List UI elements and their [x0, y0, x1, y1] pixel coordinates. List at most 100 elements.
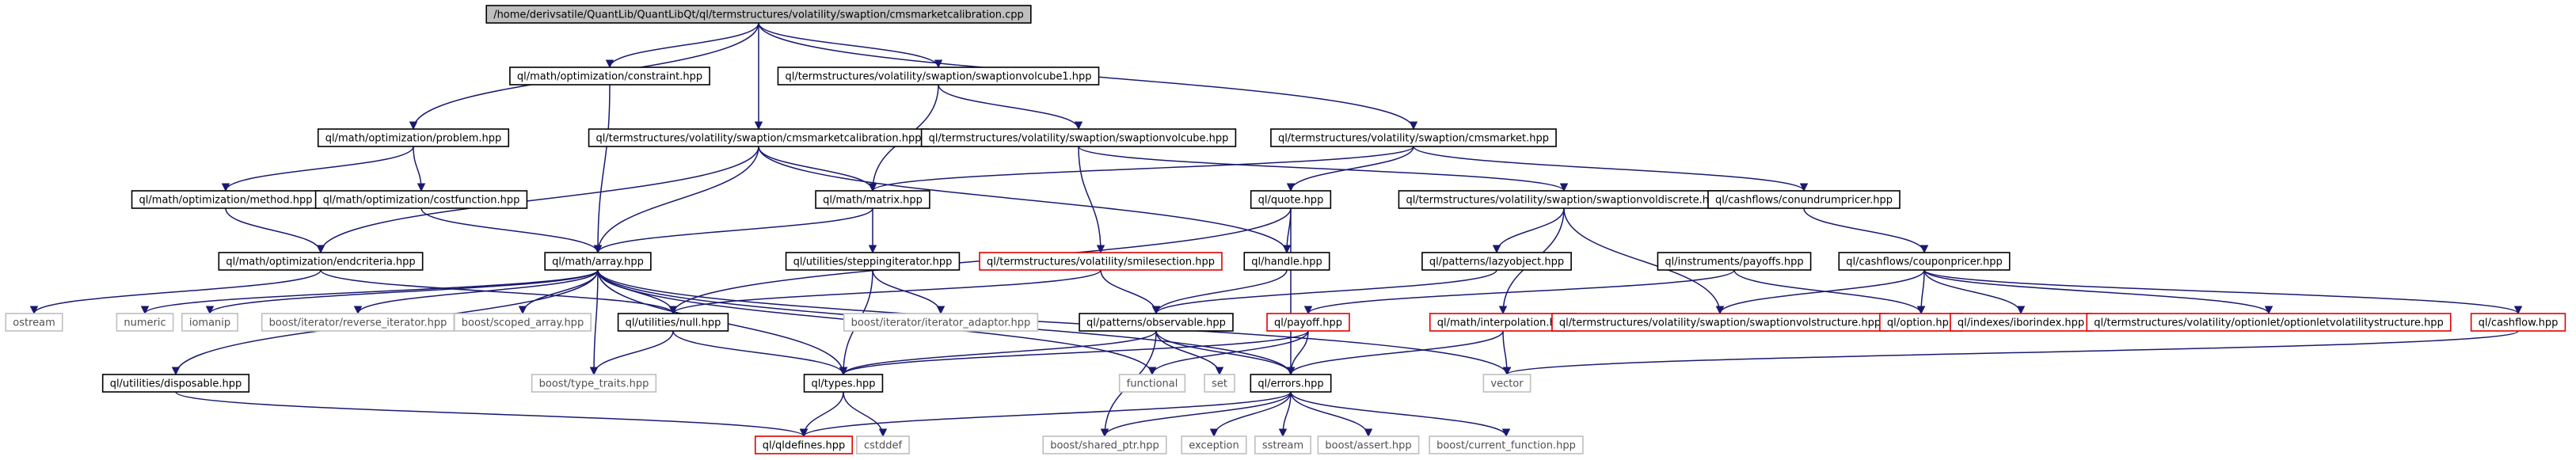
edge-endcriteria-to-null — [320, 269, 678, 315]
node-ostream[interactable]: ostream — [5, 313, 63, 332]
node-label: ql/math/optimization/constraint.hpp — [517, 71, 702, 83]
node-label: ql/qldefines.hpp — [763, 440, 845, 452]
node-label: boost/iterator/iterator_adaptor.hpp — [851, 317, 1031, 329]
edge-voldiscrete-to-lazyobject — [1492, 207, 1565, 254]
edge-array-to-scoped_array — [518, 269, 599, 315]
node-label: boost/iterator/reverse_iterator.hpp — [269, 317, 447, 329]
node-box — [317, 128, 510, 147]
edge-interpolation-to-vector — [1502, 330, 1512, 376]
edge-endcriteria-to-ostream — [29, 269, 322, 315]
node-box — [485, 5, 1032, 24]
node-label: ql/math/optimization/method.hpp — [139, 195, 313, 207]
node-box — [1482, 374, 1532, 393]
node-sstream[interactable]: sstream — [1254, 435, 1311, 454]
node-box — [815, 190, 930, 209]
edge-errors-to-sstream — [1278, 391, 1292, 438]
node-label: ql/types.hpp — [812, 378, 876, 390]
node-optionletvol[interactable]: ql/termstructures/volatility/optionlet/o… — [2086, 313, 2452, 332]
node-cmsmarket[interactable]: ql/termstructures/volatility/swaption/cm… — [1270, 128, 1557, 147]
node-label: exception — [1189, 440, 1239, 452]
node-reverse-it[interactable]: boost/iterator/reverse_iterator.hpp — [261, 313, 455, 332]
node-array[interactable]: ql/math/array.hpp — [544, 252, 652, 271]
edge-cmsmarket-to-conundrum — [1413, 146, 1809, 192]
node-payoff[interactable]: ql/payoff.hpp — [1266, 313, 1350, 332]
node-lazyobject[interactable]: ql/patterns/lazyobject.hpp — [1421, 252, 1572, 271]
node-label: ql/handle.hpp — [1251, 257, 1322, 268]
node-label: ql/termstructures/volatility/smilesectio… — [987, 257, 1215, 268]
node-cmscal-h[interactable]: ql/termstructures/volatility/swaption/cm… — [588, 128, 930, 147]
node-iter-adaptor[interactable]: boost/iterator/iterator_adaptor.hpp — [843, 313, 1039, 332]
node-root[interactable]: /home/derivsatile/QuantLib/QuantLibQt/ql… — [485, 5, 1032, 24]
node-payoffs[interactable]: ql/instruments/payoffs.hpp — [1657, 252, 1812, 271]
edge-smilesection-to-observable — [1100, 269, 1161, 315]
node-observable[interactable]: ql/patterns/observable.hpp — [1079, 313, 1234, 332]
node-box — [1429, 435, 1584, 454]
node-label: ql/utilities/disposable.hpp — [110, 378, 242, 390]
node-null[interactable]: ql/utilities/null.hpp — [617, 313, 729, 332]
node-set[interactable]: set — [1204, 374, 1235, 393]
node-box — [2086, 313, 2452, 332]
node-box — [531, 374, 657, 393]
node-type-traits[interactable]: boost/type_traits.hpp — [531, 374, 657, 393]
node-errors[interactable]: ql/errors.hpp — [1250, 374, 1332, 393]
node-matrix[interactable]: ql/math/matrix.hpp — [815, 190, 930, 209]
node-volcube[interactable]: ql/termstructures/volatility/swaption/sw… — [920, 128, 1237, 147]
node-problem[interactable]: ql/math/optimization/problem.hpp — [317, 128, 510, 147]
node-vector[interactable]: vector — [1482, 374, 1532, 393]
node-label: ql/patterns/observable.hpp — [1086, 317, 1226, 329]
node-types[interactable]: ql/types.hpp — [803, 374, 884, 393]
node-volcube1[interactable]: ql/termstructures/volatility/swaption/sw… — [777, 67, 1100, 86]
node-quote[interactable]: ql/quote.hpp — [1250, 190, 1332, 209]
node-label: ql/quote.hpp — [1258, 195, 1324, 207]
node-box — [856, 435, 910, 454]
node-box — [1657, 252, 1812, 271]
edge-volcube-to-voldiscrete — [1078, 146, 1569, 192]
node-couponpricer[interactable]: ql/cashflows/couponpricer.hpp — [1838, 252, 2011, 271]
node-label: ql/indexes/iborindex.hpp — [1958, 317, 2084, 329]
node-box — [218, 252, 424, 271]
node-constraint[interactable]: ql/math/optimization/constraint.hpp — [509, 67, 710, 86]
node-option[interactable]: ql/option.hpp — [1879, 313, 1963, 332]
node-box — [920, 128, 1237, 147]
node-assert[interactable]: boost/assert.hpp — [1317, 435, 1420, 454]
node-smilesection[interactable]: ql/termstructures/volatility/smilesectio… — [979, 252, 1223, 271]
node-disposable[interactable]: ql/utilities/disposable.hpp — [101, 374, 250, 393]
node-label: boost/type_traits.hpp — [539, 378, 649, 390]
node-qldefines[interactable]: ql/qldefines.hpp — [754, 435, 854, 454]
node-exception[interactable]: exception — [1181, 435, 1247, 454]
edge-array-to-type_traits — [589, 269, 599, 376]
node-box — [453, 313, 592, 332]
node-iborindex[interactable]: ql/indexes/iborindex.hpp — [1950, 313, 2092, 332]
edge-voldiscrete-to-volstructure — [1563, 207, 1725, 315]
edge-payoff-to-functional — [1147, 330, 1309, 376]
node-box — [1204, 374, 1235, 393]
node-voldiscrete[interactable]: ql/termstructures/volatility/swaption/sw… — [1398, 190, 1730, 209]
node-numeric[interactable]: numeric — [116, 313, 174, 332]
node-label: sstream — [1262, 440, 1303, 452]
node-cashflow[interactable]: ql/cashflow.hpp — [2470, 313, 2566, 332]
node-handle[interactable]: ql/handle.hpp — [1243, 252, 1330, 271]
node-label: ql/errors.hpp — [1258, 378, 1323, 390]
node-iomanip[interactable]: iomanip — [181, 313, 238, 332]
node-volstructure[interactable]: ql/termstructures/volatility/swaption/sw… — [1551, 313, 1889, 332]
node-label: ql/math/optimization/costfunction.hpp — [323, 195, 520, 207]
edge-couponpricer-to-option — [1916, 269, 1926, 315]
edge-errors-to-qldefines — [799, 391, 1292, 438]
node-shared-ptr[interactable]: boost/shared_ptr.hpp — [1042, 435, 1167, 454]
edge-volcube-to-smilesection — [1078, 146, 1105, 254]
node-cstddef[interactable]: cstddef — [856, 435, 910, 454]
node-functional[interactable]: functional — [1118, 374, 1186, 393]
node-stepping[interactable]: ql/utilities/steppingiterator.hpp — [785, 252, 961, 271]
node-label: ql/termstructures/volatility/swaption/cm… — [596, 133, 922, 145]
node-current-function[interactable]: boost/current_function.hpp — [1429, 435, 1584, 454]
node-scoped-array[interactable]: boost/scoped_array.hpp — [453, 313, 592, 332]
node-box — [2470, 313, 2566, 332]
node-costfunction[interactable]: ql/math/optimization/costfunction.hpp — [314, 190, 528, 209]
edge-cmscal_h-to-matrix — [758, 146, 877, 192]
node-endcriteria[interactable]: ql/math/optimization/endcriteria.hpp — [218, 252, 424, 271]
node-method[interactable]: ql/math/optimization/method.hpp — [131, 190, 321, 209]
node-box — [101, 374, 250, 393]
node-box — [5, 313, 63, 332]
node-conundrum[interactable]: ql/cashflows/conundrumpricer.hpp — [1707, 190, 1901, 209]
